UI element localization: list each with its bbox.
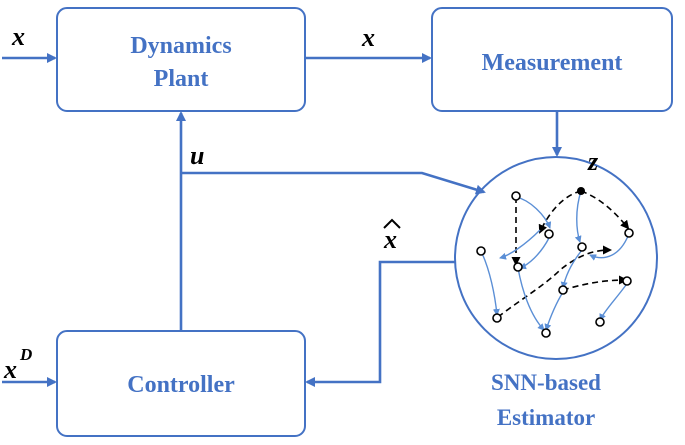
neuron-active — [577, 187, 585, 195]
measurement-label: Measurement — [482, 50, 623, 76]
estimator-circle — [454, 156, 658, 360]
dynamics-plant-label-line2: Plant — [154, 66, 209, 92]
neuron — [595, 317, 605, 327]
dynamics-plant-block — [56, 7, 306, 112]
measurement-block — [431, 7, 673, 112]
spiking-network — [476, 187, 634, 338]
z-label: z — [587, 147, 599, 176]
network-link — [538, 190, 582, 234]
x-input-label: x — [11, 22, 25, 51]
network-link — [499, 229, 541, 260]
neuron — [624, 228, 634, 238]
neuron — [511, 191, 521, 201]
xd-superscript: D — [19, 345, 32, 364]
network-link — [580, 190, 630, 230]
u-to-estimator-arrow — [181, 171, 486, 195]
dynamics-plant-label-line1: Dynamics — [130, 33, 231, 59]
x-state-label: x — [361, 23, 375, 52]
xd-label: x — [3, 355, 17, 384]
hat-mark — [383, 218, 401, 229]
neuron — [541, 328, 551, 338]
network-link — [497, 245, 612, 318]
neuron — [492, 313, 502, 323]
network-link — [574, 190, 582, 243]
estimator-label-line1: SNN-based — [491, 370, 601, 395]
neuron — [558, 285, 568, 295]
neuron — [622, 276, 632, 286]
controller-label: Controller — [127, 372, 235, 398]
neuron — [513, 262, 523, 272]
network-link — [544, 291, 564, 331]
neuron — [476, 246, 486, 256]
estimator-label-line2: Estimator — [497, 405, 595, 430]
network-link — [589, 235, 629, 261]
neuron — [577, 242, 587, 252]
x-hat-label: x — [383, 225, 397, 254]
u-label: u — [190, 141, 204, 170]
network-link — [517, 267, 545, 331]
network-link — [480, 250, 500, 316]
network-link — [562, 275, 628, 291]
estimate-to-controller-arrow — [305, 260, 456, 387]
neuron — [544, 229, 554, 239]
